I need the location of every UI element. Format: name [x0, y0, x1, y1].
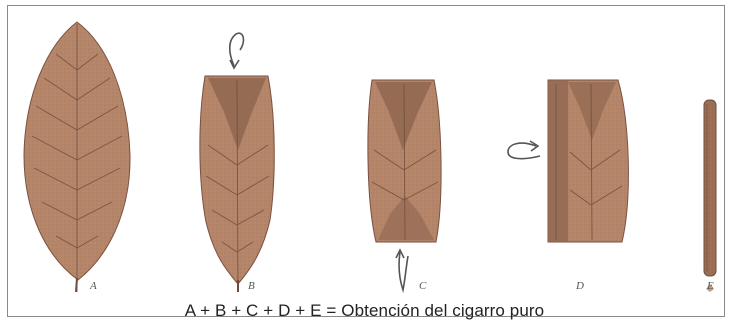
leaf-d-rolled-edge — [548, 80, 568, 242]
roll-arrow-d — [508, 141, 540, 159]
panel-label-b: B — [248, 280, 255, 292]
panel-label-e: E — [707, 280, 714, 292]
fold-arrow-c — [396, 250, 408, 290]
fold-arrow-b — [230, 33, 244, 68]
panel-b-leaf — [200, 76, 274, 292]
panel-label-d: D — [576, 280, 584, 292]
panel-label-c: C — [419, 280, 426, 292]
panel-c-leaf — [368, 80, 441, 242]
panel-a-leaf — [24, 22, 130, 292]
figure-caption: A + B + C + D + E = Obtención del cigarr… — [0, 301, 729, 321]
leaf-a-stem — [76, 278, 77, 292]
panel-d-leaf — [548, 80, 628, 242]
panel-e-cigar — [704, 100, 716, 292]
panel-label-a: A — [90, 280, 97, 292]
